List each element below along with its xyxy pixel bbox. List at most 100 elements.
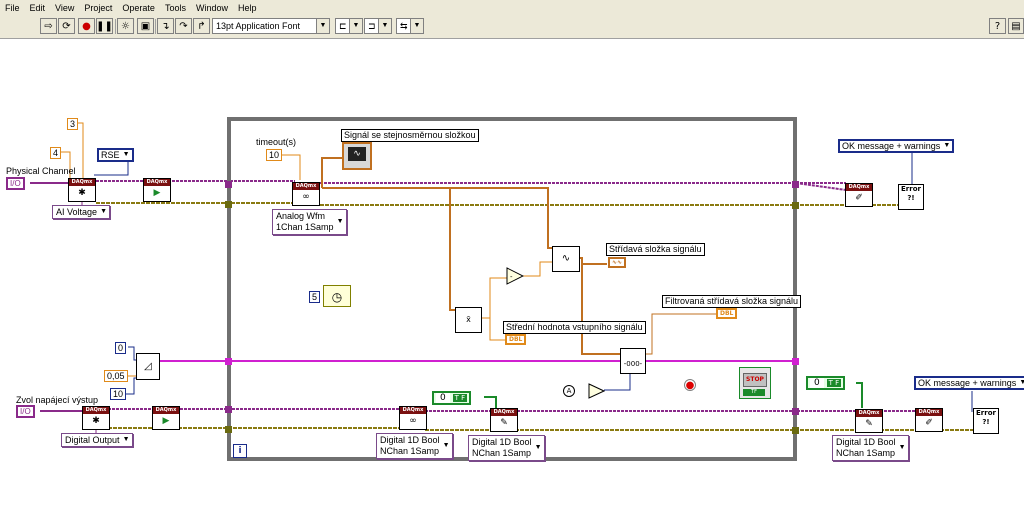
menu-operate[interactable]: Operate	[122, 2, 155, 13]
reorder-button[interactable]: ⇆ ▼	[396, 18, 424, 34]
daqmx-start-task-ai[interactable]: DAQmx ▶	[143, 178, 171, 202]
ai-voltage-selector[interactable]: AI Voltage▼	[52, 205, 111, 219]
abort-button[interactable]: ●	[78, 18, 95, 34]
physical-channel-const[interactable]: I/O	[6, 177, 25, 190]
analog-wfm-selector[interactable]: Analog Wfm 1Chan 1Samp ▼	[272, 209, 347, 235]
run-button[interactable]: ⇨	[40, 18, 57, 34]
daqmx-clear-task-ai[interactable]: DAQmx ✐	[845, 183, 873, 207]
pencil-icon: ✎	[500, 418, 508, 428]
ai-voltage-value: AI Voltage	[56, 207, 98, 217]
bool-array-const-end[interactable]: 0 T F	[806, 376, 846, 390]
negate-function[interactable]: -	[506, 267, 525, 285]
step-out-icon: ↱	[197, 20, 206, 32]
retain-wire-values-button[interactable]: ▣	[137, 18, 154, 34]
supply-output-const[interactable]: I/O	[16, 405, 35, 418]
simple-error-handler-ai[interactable]: Error ?!	[898, 184, 924, 210]
analog-wfm-line1: Analog Wfm	[276, 211, 326, 221]
const-3[interactable]: 3	[67, 118, 79, 130]
wire-signal-to-mean	[322, 187, 456, 311]
digital-write-selector-end[interactable]: Digital 1D Bool NChan 1Samp ▼	[832, 435, 909, 461]
daqmx-clear-task-do[interactable]: DAQmx ✐	[915, 408, 943, 432]
digital-output-selector[interactable]: Digital Output▼	[61, 433, 133, 447]
tunnel-ai-error-out	[792, 202, 799, 209]
chevron-down-icon: ▼	[349, 19, 362, 33]
const-005[interactable]: 0,05	[104, 370, 128, 382]
vi-icon[interactable]: ▤	[1008, 18, 1024, 34]
compare-function[interactable]	[588, 383, 606, 399]
wire-signal-to-ac	[450, 187, 552, 249]
filter-design-subvi[interactable]: ◿	[136, 353, 160, 380]
ok-message-selector-do[interactable]: OK message + warnings▼	[914, 376, 1024, 390]
create-channel-icon: ✱	[92, 416, 100, 426]
tunnel-do-task-out	[792, 408, 799, 415]
ac-signal-indicator[interactable]: ∿∿	[608, 257, 627, 268]
filter-subvi[interactable]: -000-	[620, 348, 646, 374]
chevron-down-icon: ▼	[336, 218, 344, 225]
step-over-button[interactable]: ↷	[175, 18, 192, 34]
wait-ms-const[interactable]: 5	[309, 291, 321, 303]
timeout-const[interactable]: 10	[266, 149, 283, 161]
rse-value: RSE	[101, 150, 120, 160]
const-10[interactable]: 10	[110, 388, 127, 400]
svg-text:-: -	[510, 273, 513, 281]
daqmx-read-do[interactable]: DAQmx ∞	[399, 406, 427, 430]
mean-indicator[interactable]: DBL	[505, 334, 527, 345]
chevron-down-icon: ▼	[943, 142, 951, 149]
step-into-button[interactable]: ↴	[157, 18, 174, 34]
digital-read-selector[interactable]: Digital 1D Bool NChan 1Samp ▼	[376, 433, 453, 459]
align-objects-button[interactable]: ⊏ ▼	[335, 18, 363, 34]
daqmx-create-channel-ai[interactable]: DAQmx ✱	[68, 178, 96, 202]
chevron-down-icon: ▼	[316, 19, 329, 33]
ok-message-selector-ai[interactable]: OK message + warnings▼	[838, 139, 955, 153]
align-objects-icon: ⊏	[339, 21, 347, 31]
distribute-objects-button[interactable]: ⊐ ▼	[364, 18, 392, 34]
daqmx-read-ai[interactable]: DAQmx ∞	[292, 182, 320, 206]
stop-tf: TF	[743, 389, 765, 396]
stop-label: STOP	[743, 373, 767, 387]
chevron-down-icon: ▼	[100, 208, 108, 215]
bool-array-const-loop[interactable]: 0 T F	[432, 391, 472, 405]
tunnel-ai-error-in	[225, 201, 232, 208]
eraser-icon: ✐	[925, 418, 933, 428]
ac-subtract-subvi[interactable]: ∿	[552, 246, 580, 272]
simple-error-handler-do[interactable]: Error ?!	[973, 408, 999, 434]
filtered-ac-indicator[interactable]: DBL	[716, 308, 738, 319]
menu-tools[interactable]: Tools	[164, 2, 186, 13]
highlight-execution-button[interactable]: ☼	[117, 18, 134, 34]
pause-icon: ❚❚	[96, 20, 113, 32]
help-icon: ?	[994, 20, 1001, 32]
const-ring-a[interactable]: A	[563, 385, 575, 397]
daqmx-write-do[interactable]: DAQmx ✎	[490, 408, 518, 432]
menu-project[interactable]: Project	[84, 2, 113, 13]
daqmx-start-task-do[interactable]: DAQmx ▶	[152, 406, 180, 430]
const-0-coeff[interactable]: 0	[115, 342, 127, 354]
wire-bool-array-end	[856, 382, 863, 408]
stop-button[interactable]: STOP TF	[739, 367, 771, 399]
pause-button[interactable]: ❚❚	[96, 18, 113, 34]
menu-view[interactable]: View	[55, 2, 75, 13]
chevron-down-icon: ▼	[410, 19, 423, 33]
daqmx-create-channel-do[interactable]: DAQmx ✱	[82, 406, 110, 430]
step-over-icon: ↷	[179, 20, 188, 32]
daqmx-write-do-end[interactable]: DAQmx ✎	[855, 409, 883, 433]
chevron-down-icon: ▼	[122, 436, 130, 443]
wait-function[interactable]: ◷	[323, 285, 351, 307]
start-task-icon: ▶	[162, 416, 170, 426]
retain-wire-icon: ▣	[140, 20, 151, 32]
menu-file[interactable]: File	[5, 2, 20, 13]
distribute-objects-icon: ⊐	[368, 21, 376, 31]
waveform-graph-dc[interactable]: ∿	[342, 142, 372, 170]
digital-write-selector[interactable]: Digital 1D Bool NChan 1Samp ▼	[468, 435, 545, 461]
menu-edit[interactable]: Edit	[29, 2, 46, 13]
rse-terminal-config[interactable]: RSE▼	[97, 148, 134, 162]
run-continuously-button[interactable]: ⟳	[58, 18, 75, 34]
mean-subvi[interactable]: x̄	[455, 307, 482, 333]
abort-icon: ●	[82, 20, 91, 32]
menu-help[interactable]: Help	[237, 2, 257, 13]
chevron-down-icon: ▼	[122, 151, 130, 158]
const-4[interactable]: 4	[50, 147, 62, 159]
context-help-button[interactable]: ?	[989, 18, 1006, 34]
font-select[interactable]: 13pt Application Font ▼	[212, 18, 330, 34]
menu-window[interactable]: Window	[195, 2, 228, 13]
step-out-button[interactable]: ↱	[193, 18, 210, 34]
